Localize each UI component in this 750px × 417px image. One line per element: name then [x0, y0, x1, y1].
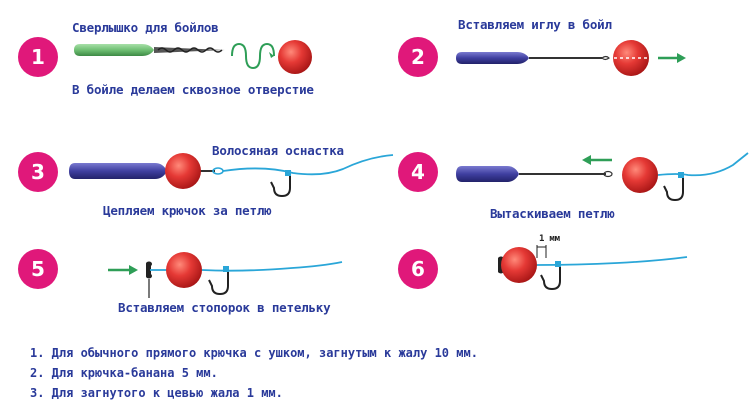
step-2-needle: [456, 40, 686, 76]
label-hook-loop: Цепляем крючок за петлю: [103, 203, 272, 218]
label-hair-rig: Волосяная оснастка: [212, 143, 344, 158]
label-drill: Сверлышко для бойлов: [72, 20, 219, 35]
label-pull-loop: Вытаскиваем петлю: [490, 206, 615, 221]
step-3-hook-loop: [69, 153, 394, 198]
step-badge-4: 4: [398, 152, 438, 192]
hook: [208, 272, 229, 296]
label-through-hole: В бойле делаем сквозное отверстие: [72, 82, 314, 97]
note-2: 2. Для крючка-банана 5 мм.: [30, 366, 218, 380]
note-1: 1. Для обычного прямого крючка с ушком, …: [30, 346, 478, 360]
label-1mm: 1 мм: [539, 234, 560, 244]
fishing-line: [222, 154, 394, 176]
step-6-finished-rig: [498, 245, 688, 291]
step-badge-2: 2: [398, 37, 438, 77]
needle-handle: [456, 52, 529, 64]
step-badge-3: 3: [18, 152, 58, 192]
step-badge-1: 1: [18, 37, 58, 77]
step-5-stopper: [108, 252, 343, 298]
step-1-drill: [74, 40, 312, 74]
boilie: [166, 252, 202, 288]
label-insert-needle: Вставляем иглу в бойл: [458, 17, 612, 32]
step-badge-5: 5: [18, 249, 58, 289]
needle-handle: [69, 163, 167, 179]
hook: [270, 174, 291, 198]
boilie: [278, 40, 312, 74]
boilie: [613, 40, 649, 76]
needle-handle: [456, 166, 519, 182]
boilie: [501, 247, 537, 283]
note-3: 3. Для загнутого к цевью жала 1 мм.: [30, 386, 283, 400]
hook: [540, 267, 561, 291]
boilie: [165, 153, 201, 189]
step-4-pull-loop: [456, 152, 749, 202]
step-badge-6: 6: [398, 249, 438, 289]
fishing-line: [657, 152, 749, 177]
label-insert-stopper: Вставляем стопорок в петельку: [118, 300, 331, 315]
hook: [663, 178, 684, 202]
rotation-arrow: [231, 42, 275, 70]
boilie: [622, 157, 658, 193]
drill-handle: [74, 44, 154, 56]
